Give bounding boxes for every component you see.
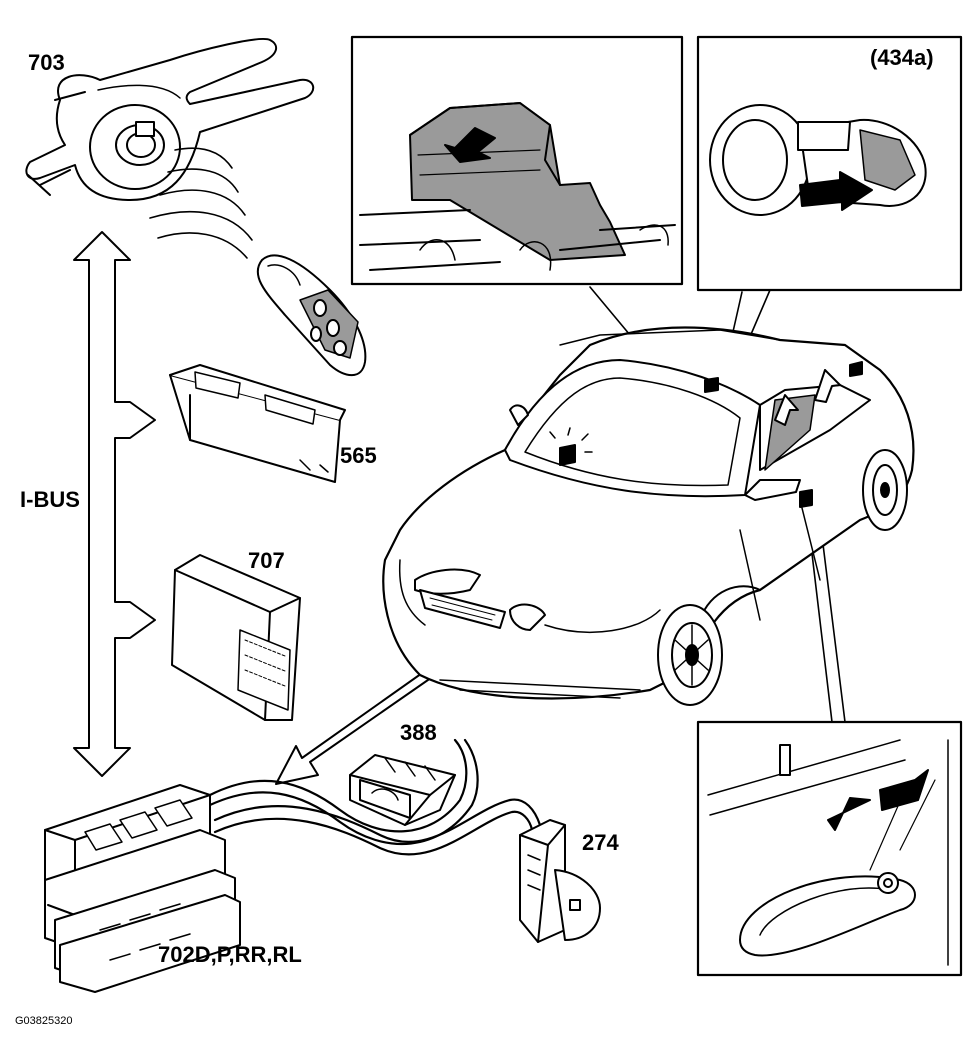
window-switch-icon (44, 784, 241, 993)
label-388: 388 (400, 720, 437, 745)
lock-button-icon (519, 819, 601, 943)
label-707: 707 (248, 548, 285, 573)
car-icon (382, 326, 915, 706)
ignition-switch-icon (25, 38, 315, 201)
label-565: 565 (340, 443, 377, 468)
radio-waves (149, 147, 253, 259)
label-i-bus: I-BUS (20, 487, 80, 512)
cables (208, 738, 542, 856)
control-module-icon (169, 364, 346, 483)
label-274: 274 (582, 830, 619, 855)
lock-button-icon (349, 754, 456, 826)
figure-code: G03825320 (15, 1015, 73, 1027)
callout-lines (589, 286, 846, 723)
label-434a: (434a) (870, 45, 934, 70)
control-module-icon (171, 554, 301, 721)
label-703: 703 (28, 50, 65, 75)
i-bus-arrow (73, 231, 156, 777)
inset-door-handle (696, 720, 963, 977)
inset-fuel-flap (696, 35, 963, 292)
label-702: 702D,P,RR,RL (158, 942, 302, 967)
remote-key-fob-icon (256, 254, 367, 377)
inset-roof (350, 35, 684, 286)
